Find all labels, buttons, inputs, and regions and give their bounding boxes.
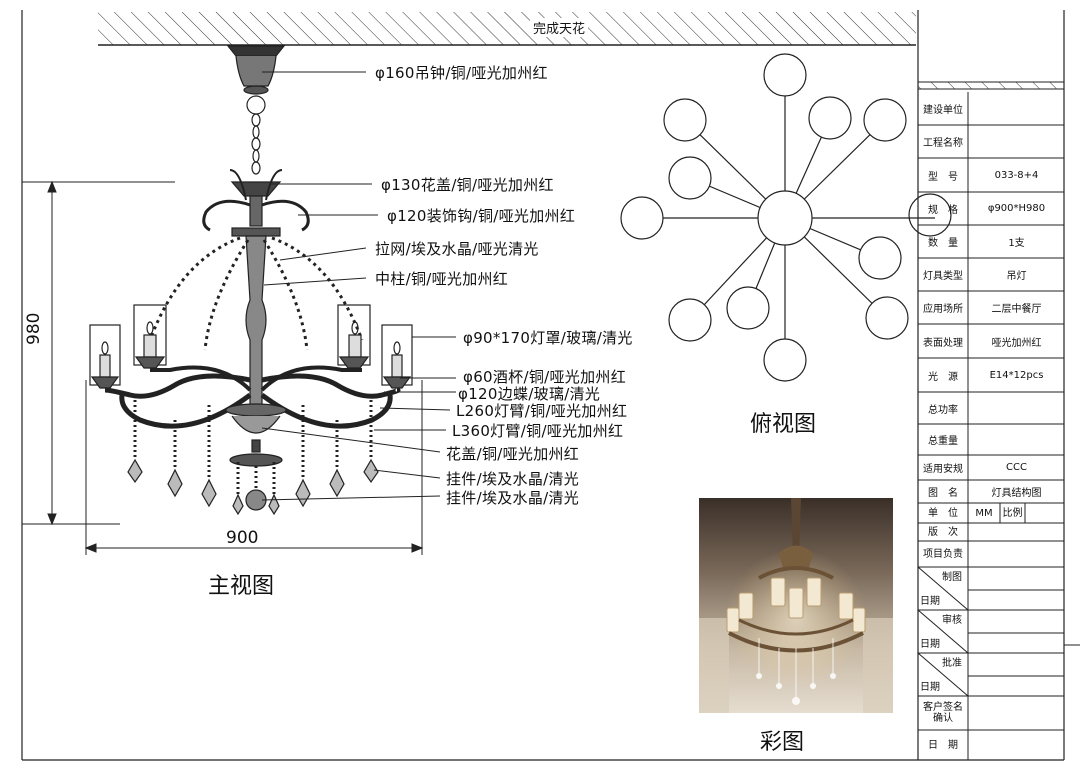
callout-glass-dish: φ120边蝶/玻璃/清光 xyxy=(458,385,601,403)
dimension-height: 980 xyxy=(24,312,44,345)
callout-decorative-hook: φ120装饰钩/铜/哑光加州红 xyxy=(387,207,576,225)
title-block-value xyxy=(970,92,1063,125)
callout-arm-l360: L360灯臂/铜/哑光加州红 xyxy=(452,422,624,440)
signoff-role: 制图 xyxy=(942,571,962,583)
signoff-role: 批准 xyxy=(942,657,962,669)
sheet-border xyxy=(21,10,1080,761)
last-date-label: 日 期 xyxy=(928,739,958,751)
title-block-value: 二层中餐厅 xyxy=(991,304,1042,315)
title-block-value xyxy=(970,125,1063,158)
title-block-header-band xyxy=(917,81,1065,90)
title-block-label: 数 量 xyxy=(928,238,958,249)
version-label: 版 次 xyxy=(928,526,958,538)
title-block-label: 总重量 xyxy=(928,436,958,447)
callout-canopy: φ160吊钟/铜/哑光加州红 xyxy=(375,64,548,82)
callout-cup: φ60酒杯/铜/哑光加州红 xyxy=(463,368,626,386)
scale-label: 比例 xyxy=(1002,507,1023,519)
ceiling-hatch xyxy=(98,12,916,46)
title-block-value: CCC xyxy=(1006,462,1027,473)
signoff-role: 审核 xyxy=(942,614,962,626)
title-block-label: 型 号 xyxy=(928,171,958,183)
ceiling-label: 完成天花 xyxy=(530,18,589,37)
callout-pendant-2: 挂件/埃及水晶/清光 xyxy=(446,489,580,507)
title-block-value: 033-8+4 xyxy=(994,169,1039,181)
title-block-value: 哑光加州红 xyxy=(991,337,1042,349)
color-view-caption: 彩图 xyxy=(760,730,805,755)
title-block-label: 规 格 xyxy=(928,205,958,216)
top-view-plan xyxy=(620,53,952,382)
front-view-chandelier xyxy=(89,45,413,516)
title-block-grid xyxy=(917,92,1064,760)
title-block-label: 灯具类型 xyxy=(923,271,963,282)
callout-pendant-1: 挂件/埃及水晶/清光 xyxy=(446,470,580,488)
title-block-value xyxy=(970,392,1063,424)
top-view-caption: 俯视图 xyxy=(750,412,817,437)
dimension-lines xyxy=(22,180,424,555)
title-block-label: 应用场所 xyxy=(923,304,963,315)
signoff-date: 日期 xyxy=(920,638,940,650)
callout-glass-shade: φ90*170灯罩/玻璃/清光 xyxy=(463,329,633,347)
unit-label: 单 位 xyxy=(928,507,958,519)
client-sign-label: 客户签名确认 xyxy=(923,702,963,724)
signoff-date: 日期 xyxy=(920,595,940,607)
callout-leaders xyxy=(261,71,456,501)
title-block-label: 表面处理 xyxy=(923,337,963,349)
title-block-value: 灯具结构图 xyxy=(991,488,1042,499)
title-block-label: 图 名 xyxy=(928,488,958,499)
chain xyxy=(251,113,261,175)
title-block-label: 总功率 xyxy=(928,404,958,416)
title-block-label: 工程名称 xyxy=(923,138,963,149)
signoff-date: 日期 xyxy=(920,681,940,693)
project-lead-label: 项目负责 xyxy=(923,548,963,560)
callout-crystal-net: 拉网/埃及水晶/哑光清光 xyxy=(375,240,539,258)
title-block-value: φ900*H980 xyxy=(987,203,1046,214)
callout-lower-cap: 花盖/铜/哑光加州红 xyxy=(446,445,580,463)
callout-arm-l260: L260灯臂/铜/哑光加州红 xyxy=(456,402,628,420)
callout-center-column: 中柱/铜/哑光加州红 xyxy=(375,270,509,288)
title-block-label: 建设单位 xyxy=(923,105,963,116)
title-block-value xyxy=(970,424,1063,455)
title-block-label: 适用安规 xyxy=(923,464,963,475)
color-photo xyxy=(699,498,893,713)
title-block-value: E14*12pcs xyxy=(989,369,1044,381)
callout-flower-cap: φ130花盖/铜/哑光加州红 xyxy=(381,176,554,194)
title-block-value: 1支 xyxy=(1008,238,1025,249)
title-block-value: 吊灯 xyxy=(1006,271,1027,282)
dimension-width: 900 xyxy=(226,528,259,548)
title-block-label: 光 源 xyxy=(928,371,958,383)
front-view-caption: 主视图 xyxy=(208,574,275,599)
unit-value: MM xyxy=(975,507,993,519)
